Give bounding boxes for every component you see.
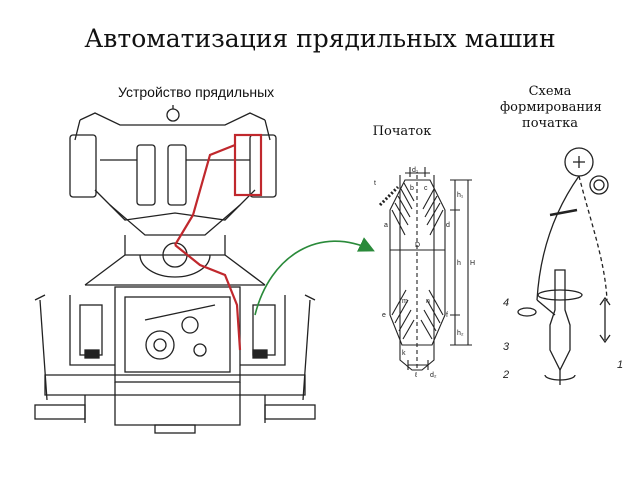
cop-label-l: ℓ [414, 372, 418, 379]
cop-diagram: d₁ b c D a d h₁ h H m n e f h₂ k ℓ d₂ t [374, 167, 475, 379]
cop-label-n: n [426, 298, 430, 305]
slide-title: Автоматизация прядильных машин [84, 24, 556, 53]
cop-label-D: D [415, 242, 420, 249]
cop-label-m: m [402, 298, 408, 305]
scheme-label-4: 4 [503, 297, 509, 309]
scheme-label-2: 2 [502, 369, 509, 381]
cop-label-c: c [424, 185, 428, 192]
cop-label-h2: h₂ [457, 330, 464, 337]
cop-label-d: d [446, 222, 450, 229]
cop-label-h: h [457, 260, 461, 267]
cop-label-b: b [410, 185, 414, 192]
spinning-machine-diagram [34, 105, 316, 434]
scheme-label-3: 3 [503, 341, 510, 353]
scheme-label-1: 1 [617, 359, 623, 371]
cop-caption: Початок [372, 124, 432, 139]
cop-label-f: f [446, 312, 448, 319]
machine-caption: Устройство прядильных машин [118, 84, 275, 105]
cop-label-k: k [402, 350, 406, 357]
cop-label-a: a [384, 222, 388, 229]
cop-label-e: e [382, 312, 386, 319]
cop-formation-scheme: 4 3 2 1 [502, 147, 623, 385]
cop-label-H: H [470, 260, 475, 267]
green-arrow [254, 237, 375, 316]
cop-label-d2: d₂ [430, 372, 437, 379]
cop-label-d1: d₁ [412, 167, 419, 174]
cop-label-t: t [374, 180, 376, 187]
cop-label-h1: h₁ [457, 192, 464, 199]
scheme-caption: Схема формирования початка [500, 84, 602, 131]
